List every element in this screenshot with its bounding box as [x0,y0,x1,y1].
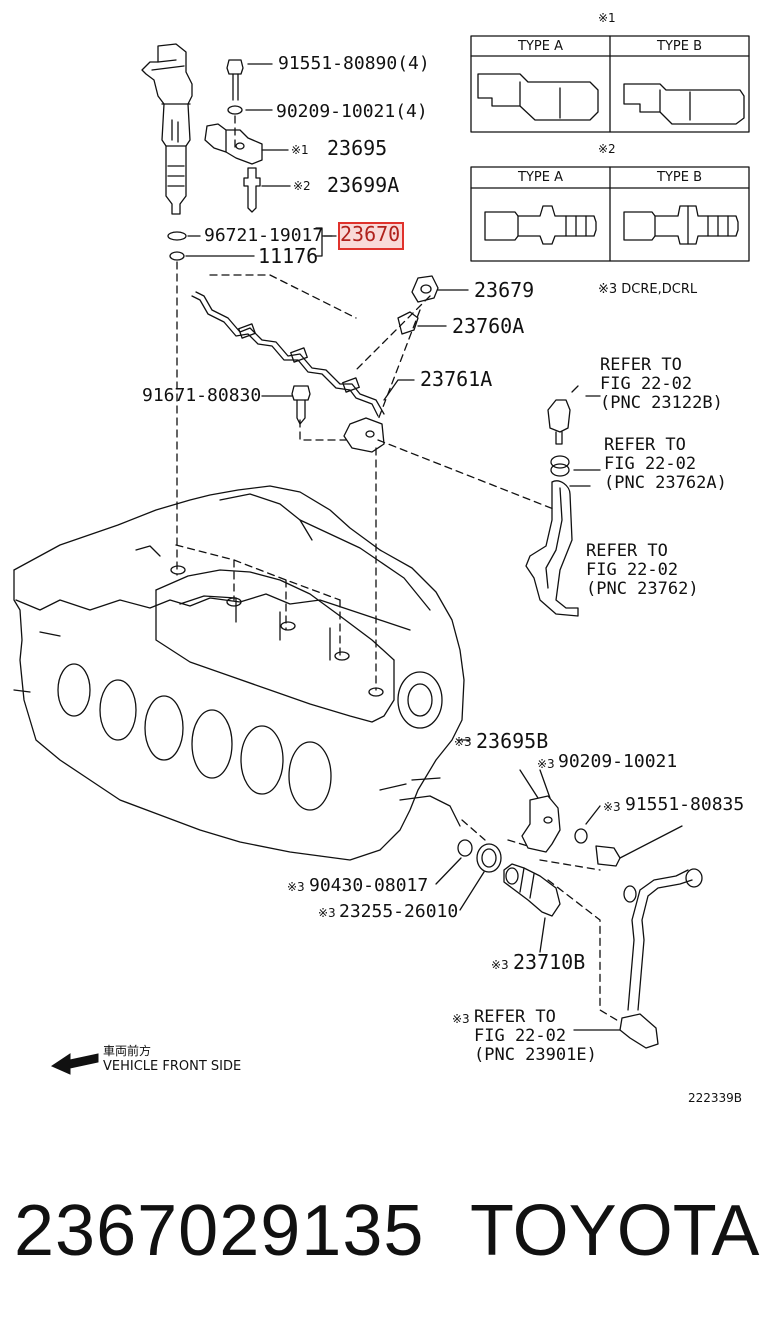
figure-number: 222339B [688,1091,743,1105]
highlight-23670 [338,222,404,250]
callout-91551-80835-marker: ※3 [603,800,621,814]
front-direction-en: VEHICLE FRONT SIDE [103,1059,242,1074]
callout-23699a-marker: ※2 [293,179,311,193]
type-table-1 [470,35,750,133]
fitting-23679 [411,275,439,303]
callout-23695[interactable]: 23695 [327,136,388,160]
ref-23762-line1: REFER TO [586,541,668,561]
callout-23710b[interactable]: 23710B [513,950,586,974]
ref-23901e-line1: REFER TO [474,1007,556,1027]
table2-type-a: TYPE A [518,170,563,185]
ref-23122b-line2: FIG 22-02 [600,374,693,394]
engine-block [13,485,465,861]
callout-91551-80835[interactable]: 91551-80835 [625,794,745,815]
callout-90209-lower-marker: ※3 [537,757,555,771]
type-table-2 [470,166,750,262]
return-pipe [525,385,591,617]
callout-90209-10021-lower[interactable]: 90209-10021 [558,751,678,772]
callout-23760a[interactable]: 23760A [452,314,525,338]
lower-pipe [573,868,703,1049]
callout-23699a[interactable]: 23699A [327,173,400,197]
callout-91671-80830[interactable]: 91671-80830 [142,385,262,406]
callout-23255-26010[interactable]: 23255-26010 [339,901,459,922]
bolt-mid [291,385,311,425]
gasket [169,251,185,261]
table2-type-b: TYPE B [657,170,702,185]
ref-23762a-line1: REFER TO [604,435,686,455]
callout-11176[interactable]: 11176 [258,244,319,268]
callout-23695b-marker: ※3 [454,735,472,749]
clamp-pin [243,167,261,213]
table1-marker: ※1 [598,11,616,25]
callout-23679[interactable]: 23679 [474,278,535,302]
ref-23901e-line3[interactable]: (PNC 23901E) [474,1045,597,1065]
ref-23122b-line1: REFER TO [600,355,682,375]
fuel-hose-assembly [191,291,385,453]
callout-23695b[interactable]: 23695B [476,729,549,753]
sensor-23710b [503,863,561,953]
ref-23901e-marker: ※3 [452,1012,470,1026]
ref-23762-line2: FIG 22-02 [586,560,679,580]
callout-96721-19017[interactable]: 96721-19017 [204,225,324,246]
brand-title: TOYOTA [470,1191,760,1271]
table1-type-a: TYPE A [518,39,563,54]
callout-23670[interactable]: 23670 [340,222,401,246]
callout-91551-80890[interactable]: 91551-80890(4) [278,53,430,74]
clamp [204,123,263,165]
applicability-note: ※3 DCRE,DCRL [598,282,698,297]
injector-drawing [141,43,193,215]
bracket-23695b [521,795,561,853]
callout-90430-08017[interactable]: 90430-08017 [309,875,429,896]
callout-90209-10021[interactable]: 90209-10021(4) [276,101,428,122]
callout-90430-marker: ※3 [287,880,305,894]
washer [574,828,588,844]
callout-23761a[interactable]: 23761A [420,367,493,391]
front-arrow [50,1053,99,1075]
bolt-lower [595,825,683,867]
ref-23122b-line3[interactable]: (PNC 23122B) [600,393,723,413]
front-direction-jp: 車両前方 [103,1044,152,1058]
table1-type-b: TYPE B [657,39,702,54]
part-number-title: 2367029135 [14,1191,425,1271]
o-ring [167,231,187,241]
ref-23762a-line2: FIG 22-02 [604,454,697,474]
callout-23695-marker: ※1 [291,143,309,157]
ref-23762-line3[interactable]: (PNC 23762) [586,579,699,599]
bolt-top [226,59,244,115]
callout-23255-marker: ※3 [318,906,336,920]
clip-23760a [397,311,419,335]
ref-23901e-line2: FIG 22-02 [474,1026,567,1046]
callout-23710b-marker: ※3 [491,958,509,972]
ref-23762a-line3[interactable]: (PNC 23762A) [604,473,727,493]
table2-marker: ※2 [598,142,616,156]
